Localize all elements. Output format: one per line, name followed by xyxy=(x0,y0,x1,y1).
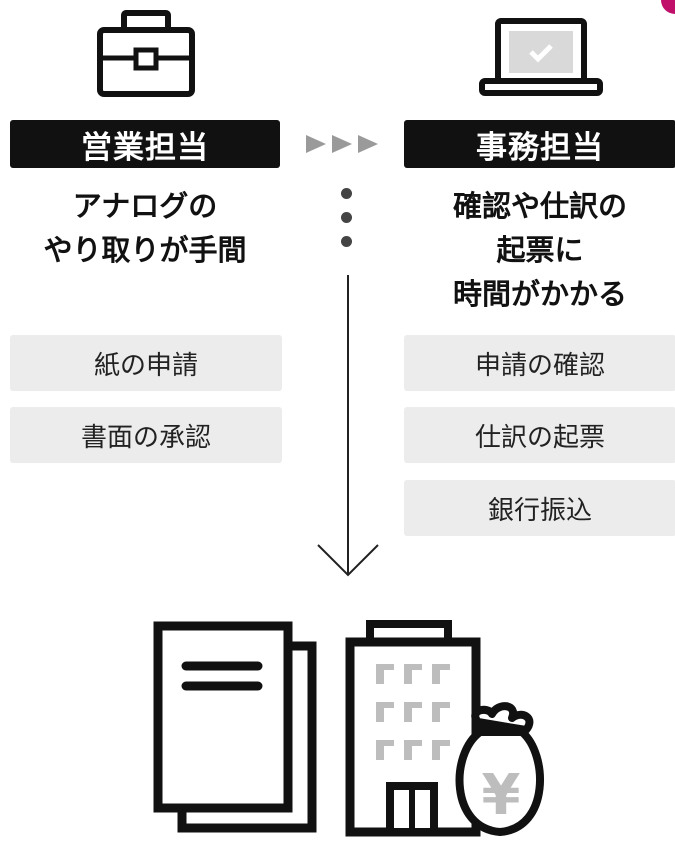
ellipsis-dot xyxy=(341,212,352,223)
admin-header: 事務担当 xyxy=(404,120,675,168)
sales-task-label: 紙の申請 xyxy=(93,350,198,381)
sales-description: アナログの やり取りが手間 xyxy=(10,184,280,272)
admin-description-line: 起票に xyxy=(496,233,584,267)
admin-task-label: 銀行振込 xyxy=(487,495,592,526)
ellipsis-dot xyxy=(341,236,352,247)
admin-description-line: 確認や仕訳の xyxy=(452,189,627,223)
sales-description-line: やり取りが手間 xyxy=(43,233,247,267)
sales-task-label: 書面の承認 xyxy=(80,422,211,453)
admin-header-label: 事務担当 xyxy=(476,129,604,166)
admin-task-item: 仕訳の起票 xyxy=(404,407,675,463)
admin-task-item: 銀行振込 xyxy=(404,480,675,536)
sales-header-label: 営業担当 xyxy=(81,129,209,166)
accent-corner-circle xyxy=(661,0,675,14)
briefcase-icon xyxy=(97,10,195,97)
admin-description: 確認や仕訳の 起票に 時間がかかる xyxy=(404,184,675,316)
ellipsis-dot xyxy=(341,188,352,199)
admin-description-line: 時間がかかる xyxy=(452,277,627,311)
documents-icon xyxy=(153,621,317,833)
sales-task-item: 紙の申請 xyxy=(10,335,282,391)
admin-task-item: 申請の確認 xyxy=(404,335,675,391)
bank-building-money-bag-icon: ¥ xyxy=(345,620,544,837)
triple-arrow-icon xyxy=(306,135,378,153)
yen-symbol: ¥ xyxy=(482,763,521,828)
down-arrow xyxy=(317,275,379,577)
sales-task-item: 書面の承認 xyxy=(10,407,282,463)
admin-task-label: 申請の確認 xyxy=(474,350,605,381)
admin-task-label: 仕訳の起票 xyxy=(474,422,605,453)
laptop-check-icon xyxy=(479,18,603,96)
sales-description-line: アナログの xyxy=(72,189,218,223)
sales-header: 営業担当 xyxy=(10,120,280,168)
